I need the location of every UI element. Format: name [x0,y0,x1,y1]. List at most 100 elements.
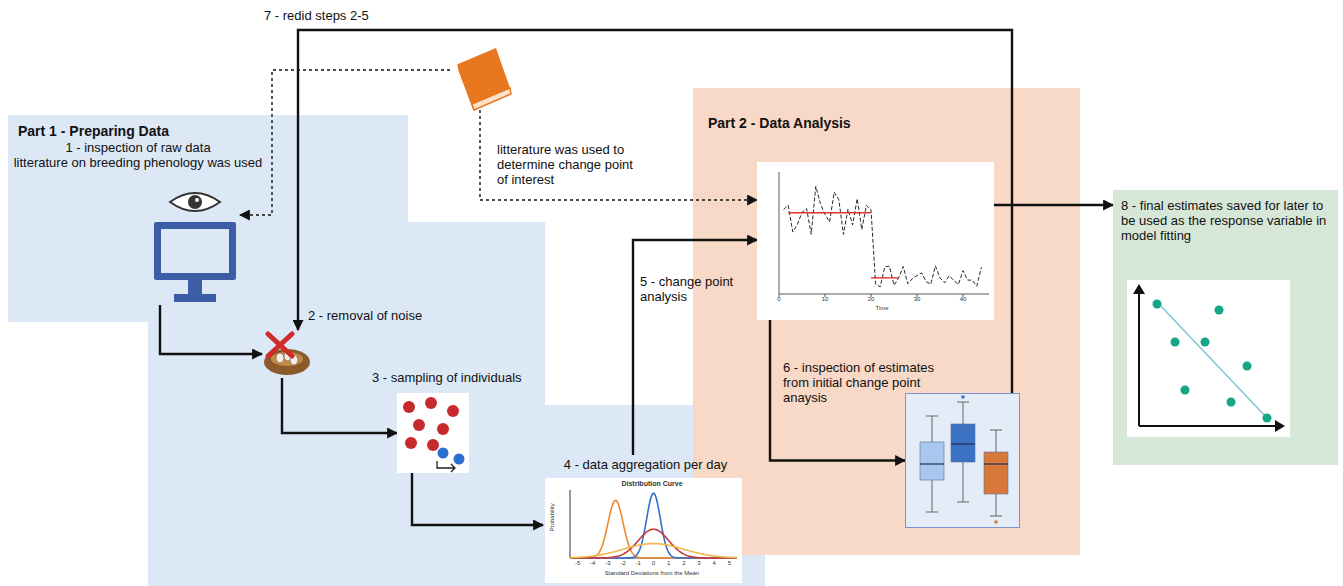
chart-ground [545,478,742,583]
outlier [961,395,965,399]
density-curve [570,544,737,558]
box [951,424,975,462]
edge-label: 7 - redid steps 2-5 [262,8,371,23]
data-point [1171,338,1180,347]
data-point [1153,300,1162,309]
node-text: Part 1 - Preparing Data [18,124,318,139]
box [984,452,1008,494]
density-curve [570,493,737,558]
illustration [450,42,512,110]
text-block: 2 - removal of noise [308,308,438,323]
icon-ground [397,393,469,473]
eye-pupil [188,195,202,209]
axis-arrows [1133,284,1285,432]
text-block: 8 - final estimates saved for later to b… [1121,198,1333,243]
monitor-stand [188,280,202,294]
individual-dot [437,423,449,435]
node-text: 4 - data aggregation per day [553,457,738,472]
individual-dot [413,419,425,431]
illustration-group [779,172,989,297]
chart-axes [570,490,737,558]
connector [994,204,1113,206]
book-spine [458,64,474,110]
data-point [1201,338,1210,347]
axis-tick [825,294,826,297]
connector [160,305,262,354]
individual-dot [425,397,437,409]
data-point [1215,306,1224,315]
illustration [262,330,312,378]
axis-tick [963,294,964,297]
median [920,463,944,464]
step-icon: 2 - removal of noise [262,330,312,378]
plot-ground [1127,280,1290,437]
median [984,463,1008,464]
illustration [543,455,743,583]
book-pages [472,88,511,110]
plot-axes [779,172,989,294]
egg [276,353,284,363]
eye-outline [170,193,220,211]
step-icon: 1 - inspection of raw datalitterature on… [150,188,240,305]
fit-line [1157,302,1269,420]
result-panel: 8 - final estimates saved for later to b… [1113,190,1338,465]
monitor-frame [154,222,236,280]
sampled-dot [438,448,449,459]
eye-glint [195,198,199,202]
monitor-screen [161,229,229,273]
individual-dot [405,437,417,449]
data-point [1181,386,1190,395]
data-point [1227,398,1236,407]
text-block: Part 2 - Data Analysis [708,116,958,131]
sample-arrow [437,461,455,472]
boxplot-panel: 6 - inspection of estimates from initial… [905,393,1020,528]
connector [282,378,397,433]
connector [633,240,757,455]
illustration-group [458,48,511,110]
node-text: 5 - change point analysis [640,274,752,304]
text-block: 5 - change point analysis [640,274,752,304]
node-text: Part 2 - Data Analysis [708,116,958,131]
illustration [150,188,240,305]
monitor-base [174,294,216,302]
node-text: 6 - inspection of estimates from initial… [783,360,959,405]
density-curve [570,529,737,558]
axis-tick [917,294,918,297]
connector [412,473,543,525]
connector [240,70,450,215]
text-block: 4 - data aggregation per day [553,457,738,472]
scatter-plot [1127,280,1290,437]
illustration [397,393,469,473]
illustration-group [397,393,469,473]
part1-region [8,115,765,586]
step-chart: 4 - data aggregation per day [543,455,743,583]
step-icon: 3 - sampling of individuals [397,393,469,473]
individual-dot [403,401,415,413]
illustration-group [264,334,310,375]
segment-mean [788,212,871,213]
text-block: 6 - inspection of estimates from initial… [783,360,959,405]
illustration-group [920,395,1008,524]
scatter-group [1127,280,1290,437]
illustration-group [545,478,742,583]
median [951,443,975,444]
part-band: 1 - inspection of raw datalitterature on… [8,115,765,586]
data-point [1243,362,1252,371]
node-text: litterature on breeding phenology was us… [12,155,264,170]
individual-dot [447,405,459,417]
text-block: 3 - sampling of individuals [372,370,547,385]
node-text: 3 - sampling of individuals [372,370,547,385]
sampled-dot [454,454,465,465]
part-band: 5 - change point analysis6 - inspection … [693,88,1080,555]
node-text: litterature was used to determine change… [497,142,647,187]
data-point [1263,414,1272,423]
text-block: 1 - inspection of raw datalitterature on… [12,140,264,170]
part2-region [693,88,1080,555]
literature-book: litterature was used to determine change… [450,42,512,110]
illustration [757,162,994,320]
node-text: 2 - removal of noise [308,308,438,323]
box [920,442,944,480]
axis-tick [871,294,872,297]
text-block: Part 1 - Preparing Data [18,124,318,139]
